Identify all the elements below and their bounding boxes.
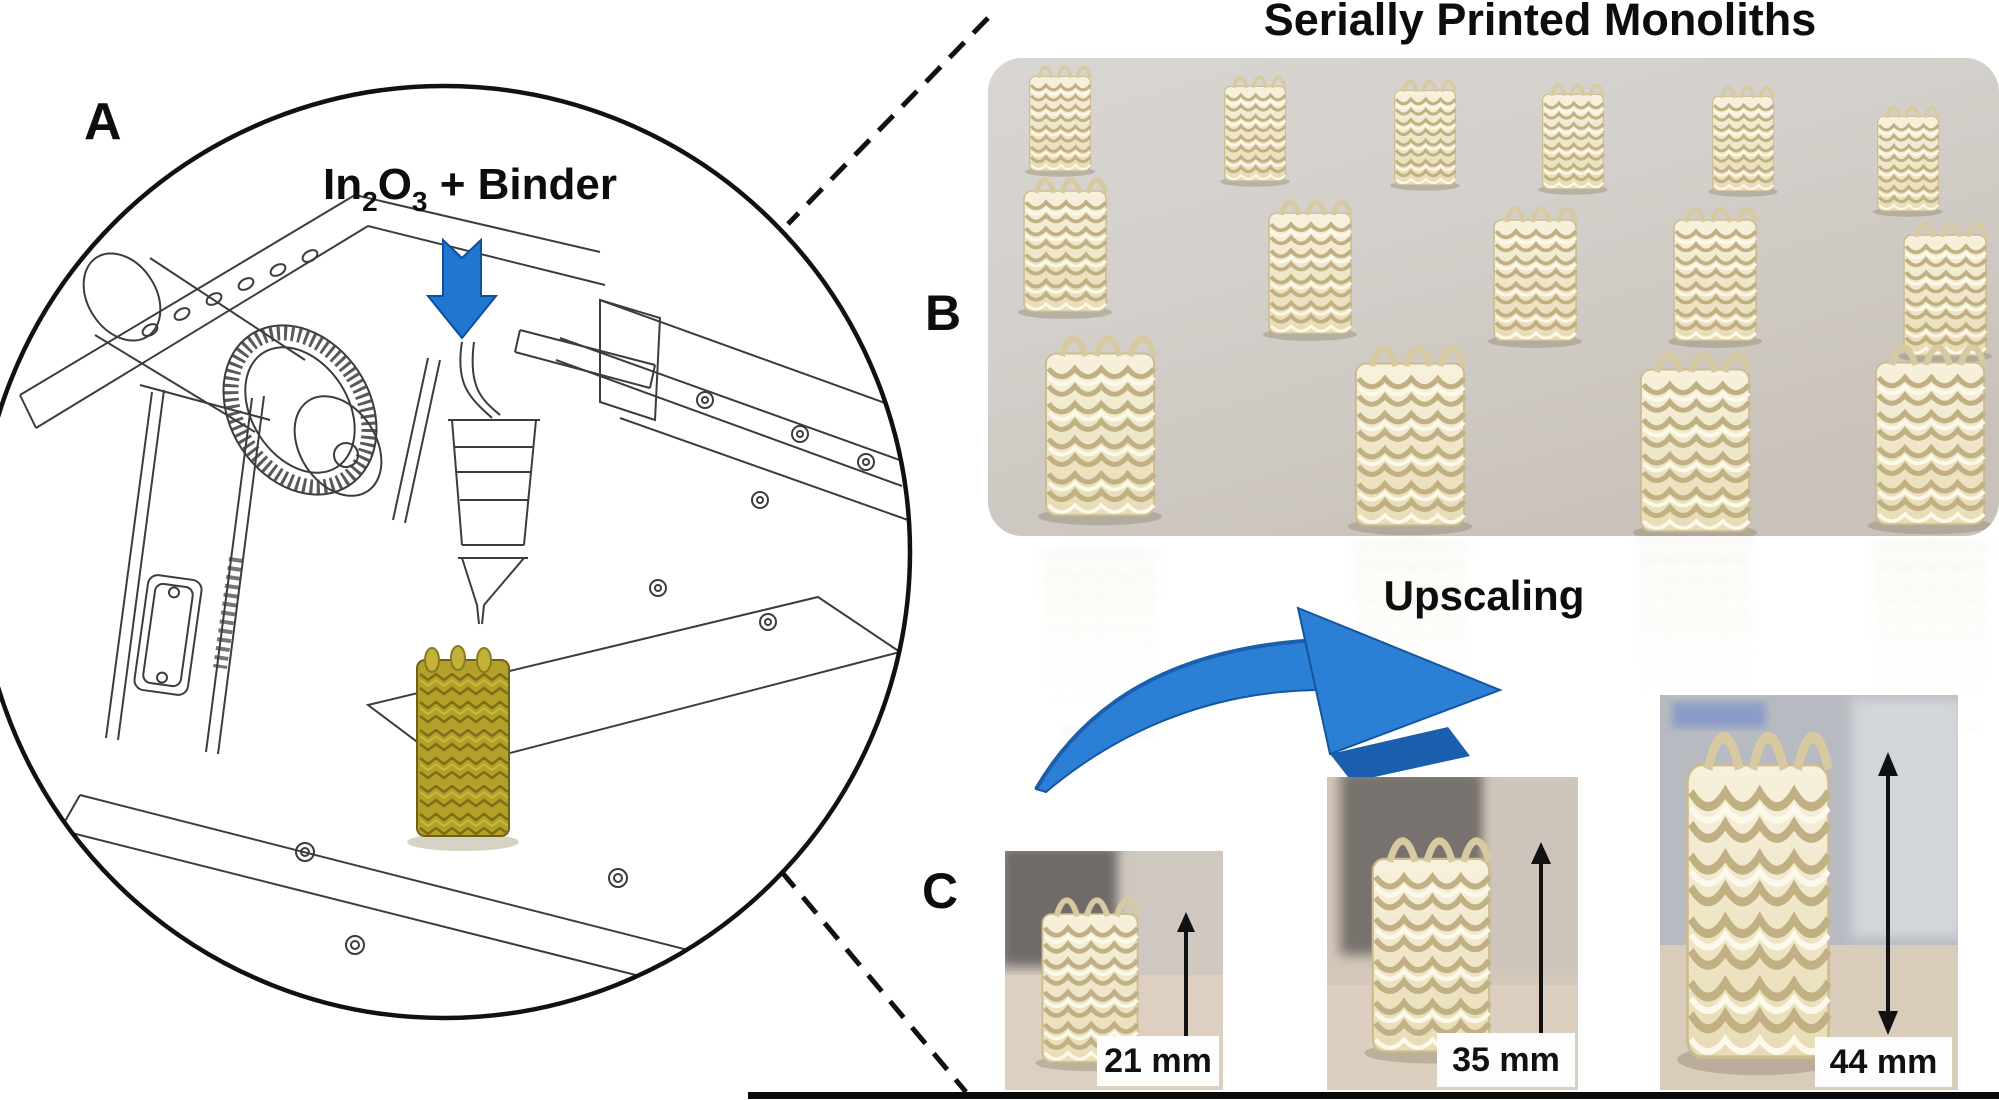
measure-arrow-icon <box>1878 752 1898 1035</box>
dashed-connector-bottom <box>779 869 968 1094</box>
upscaling-label: Upscaling <box>1383 572 1585 619</box>
panel-a-circle-outline <box>0 83 913 1021</box>
panel-b-label: B <box>925 285 962 341</box>
formula-part1: In <box>323 160 363 209</box>
panel-c-label: C <box>922 863 959 919</box>
height-label-35mm: 35 mm <box>1437 1033 1575 1087</box>
monolith-array-photo <box>988 58 1999 536</box>
panel-a-label: A <box>84 93 122 151</box>
dashed-connector-top <box>786 16 990 226</box>
material-formula-label: In2O3 + Binder <box>300 160 640 218</box>
height-label-44mm: 44 mm <box>1815 1037 1952 1087</box>
down-arrow-icon <box>425 237 499 340</box>
bottom-rule <box>748 1092 1999 1099</box>
formula-sub1: 2 <box>362 186 378 217</box>
formula-part3: + Binder <box>427 160 617 209</box>
printed-monolith-graphic <box>407 645 519 851</box>
upscaling-arrow-icon <box>1034 606 1503 794</box>
measure-photo-44mm <box>1660 695 1958 1090</box>
formula-sub2: 3 <box>411 186 428 217</box>
printer-illustration <box>19 194 910 1001</box>
formula-part2: O <box>377 160 412 209</box>
figure-title: Serially Printed Monoliths <box>1263 0 1817 45</box>
height-label-21mm: 21 mm <box>1097 1036 1219 1086</box>
